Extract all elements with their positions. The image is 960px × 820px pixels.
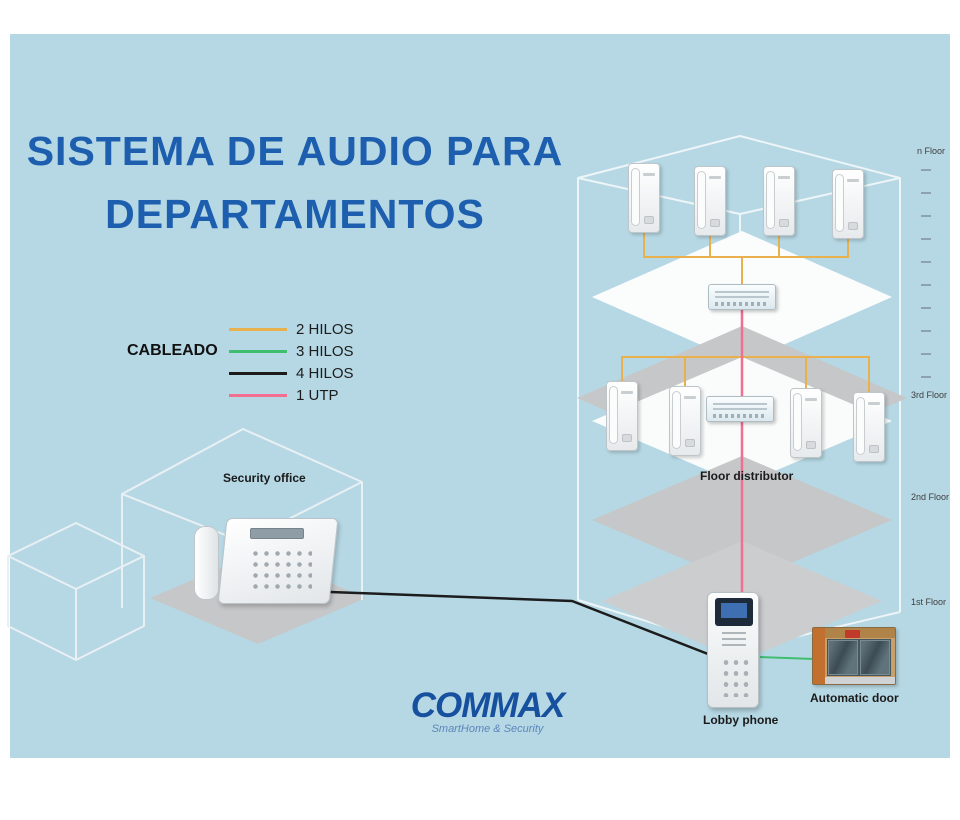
phone-speaker	[805, 398, 817, 401]
wiring-legend: 2 HILOS 3 HILOS 4 HILOS 1 UTP	[229, 318, 354, 406]
phone-button	[848, 222, 858, 230]
phone-button	[710, 219, 720, 227]
legend-item-1utp: 1 UTP	[229, 384, 354, 406]
distributor-stripe	[713, 403, 767, 405]
phone-handset	[766, 171, 775, 229]
phone-speaker	[684, 396, 696, 399]
phone-speaker	[709, 176, 721, 179]
phone-handset	[631, 168, 640, 226]
door-floor	[825, 677, 895, 684]
distributor-terminals	[713, 414, 767, 418]
phone-speaker	[621, 391, 633, 394]
floor-distributor-unit	[706, 396, 774, 422]
phone-speaker	[778, 176, 790, 179]
wire-3hilos-door-run	[759, 656, 815, 660]
floor-label-1st: 1st Floor	[911, 597, 947, 607]
distributor-stripe	[715, 291, 769, 293]
legend-line-4hilos	[229, 371, 287, 375]
door-frame-top	[825, 628, 895, 638]
intercom-phone	[694, 166, 726, 236]
phone-handset	[835, 174, 844, 232]
door-exit-sign	[845, 630, 860, 638]
legend-item-2hilos: 2 HILOS	[229, 318, 354, 340]
phone-button	[779, 219, 789, 227]
distributor-stripe	[715, 296, 769, 298]
logo-tagline: SmartHome & Security	[431, 723, 544, 735]
phone-button	[644, 216, 654, 224]
intercom-phone	[669, 386, 701, 456]
phone-button	[869, 445, 879, 453]
lobby-keypad	[719, 655, 749, 697]
legend-label-4hilos: 4 HILOS	[296, 364, 354, 382]
phone-button	[806, 441, 816, 449]
legend-item-4hilos: 4 HILOS	[229, 362, 354, 384]
door-glass-panels	[827, 639, 891, 676]
wire-4hilos-security-run	[329, 590, 709, 656]
phone-handset	[793, 393, 802, 451]
lobby-phone-unit	[707, 592, 759, 708]
security-office-label: Security office	[223, 471, 306, 485]
legend-heading: CABLEADO	[127, 342, 218, 359]
desk-phone-keypad	[248, 546, 312, 592]
floor-tick-marks	[921, 169, 931, 378]
phone-speaker	[847, 179, 859, 182]
legend-label-2hilos: 2 HILOS	[296, 320, 354, 338]
commax-logo: COMMAX SmartHome & Security	[390, 686, 585, 735]
intercom-phone	[606, 381, 638, 451]
title-line-2: DEPARTAMENTOS	[105, 191, 485, 237]
intercom-phone	[790, 388, 822, 458]
floor-label-3rd: 3rd Floor	[911, 390, 948, 400]
wire-2hilos-top-run	[643, 233, 849, 286]
lobby-speaker-slots	[722, 632, 746, 648]
automatic-door-label: Automatic door	[810, 691, 899, 705]
storage-box-wireframe	[7, 522, 145, 661]
automatic-door-photo	[812, 627, 896, 685]
desk-phone-display	[250, 528, 304, 539]
poster-title: SISTEMA DE AUDIO PARA DEPARTAMENTOS	[10, 120, 580, 246]
phone-button	[622, 434, 632, 442]
floor-label-2nd: 2nd Floor	[911, 492, 950, 502]
distributor-stripe	[713, 408, 767, 410]
lobby-display-screen	[721, 603, 747, 618]
phone-handset	[672, 391, 681, 449]
intercom-phone	[628, 163, 660, 233]
intercom-phone	[763, 166, 795, 236]
desk-phone-handset	[194, 526, 219, 600]
phone-handset	[856, 397, 865, 455]
lobby-phone-label: Lobby phone	[703, 713, 779, 727]
floor-distributor-unit	[708, 284, 776, 310]
legend-label-1utp: 1 UTP	[296, 386, 339, 404]
phone-button	[685, 439, 695, 447]
legend-label-3hilos: 3 HILOS	[296, 342, 354, 360]
glass-pane	[828, 640, 858, 675]
door-pillar	[813, 628, 825, 684]
phone-speaker	[643, 173, 655, 176]
phone-speaker	[868, 402, 880, 405]
floor-label-n: n Floor	[917, 146, 946, 156]
security-desk-phone	[192, 512, 342, 612]
phone-handset	[609, 386, 618, 444]
legend-line-2hilos	[229, 327, 287, 331]
title-line-1: SISTEMA DE AUDIO PARA	[26, 128, 564, 174]
legend-line-3hilos	[229, 349, 287, 353]
logo-wordmark: COMMAX	[410, 686, 565, 725]
phone-handset	[697, 171, 706, 229]
legend-line-1utp	[229, 393, 287, 397]
distributor-terminals	[715, 302, 769, 306]
intercom-phone	[853, 392, 885, 462]
intercom-phone	[832, 169, 864, 239]
glass-pane	[860, 640, 890, 675]
floor-distributor-label: Floor distributor	[700, 469, 794, 483]
legend-item-3hilos: 3 HILOS	[229, 340, 354, 362]
